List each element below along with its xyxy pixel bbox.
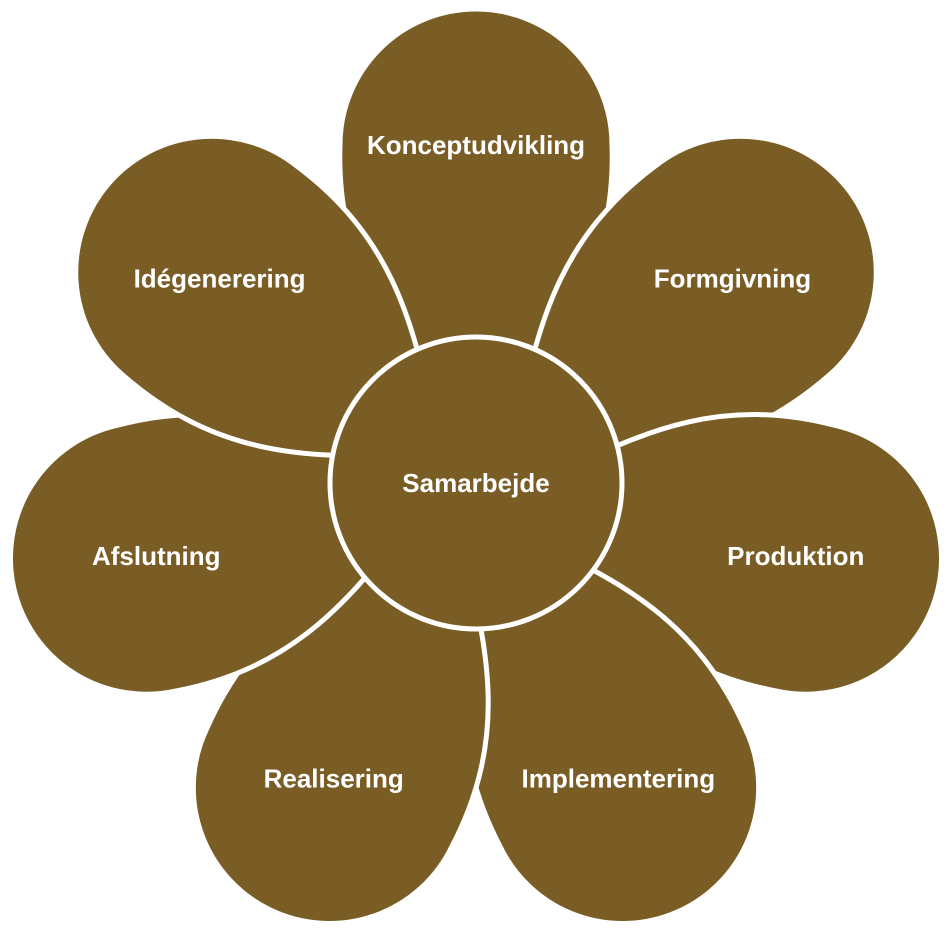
petal-label: Implementering: [522, 764, 716, 794]
petal: [73, 133, 449, 461]
petal-label: Realisering: [264, 764, 404, 794]
petal-label: Formgivning: [654, 263, 811, 293]
center-label: Samarbejde: [402, 468, 549, 498]
petal-label: Konceptudvikling: [367, 130, 585, 160]
petal-label: Afslutning: [92, 541, 221, 571]
center-circle: [327, 334, 625, 632]
petal-label: Idégenerering: [134, 263, 306, 293]
petal-label: Produktion: [727, 541, 864, 571]
